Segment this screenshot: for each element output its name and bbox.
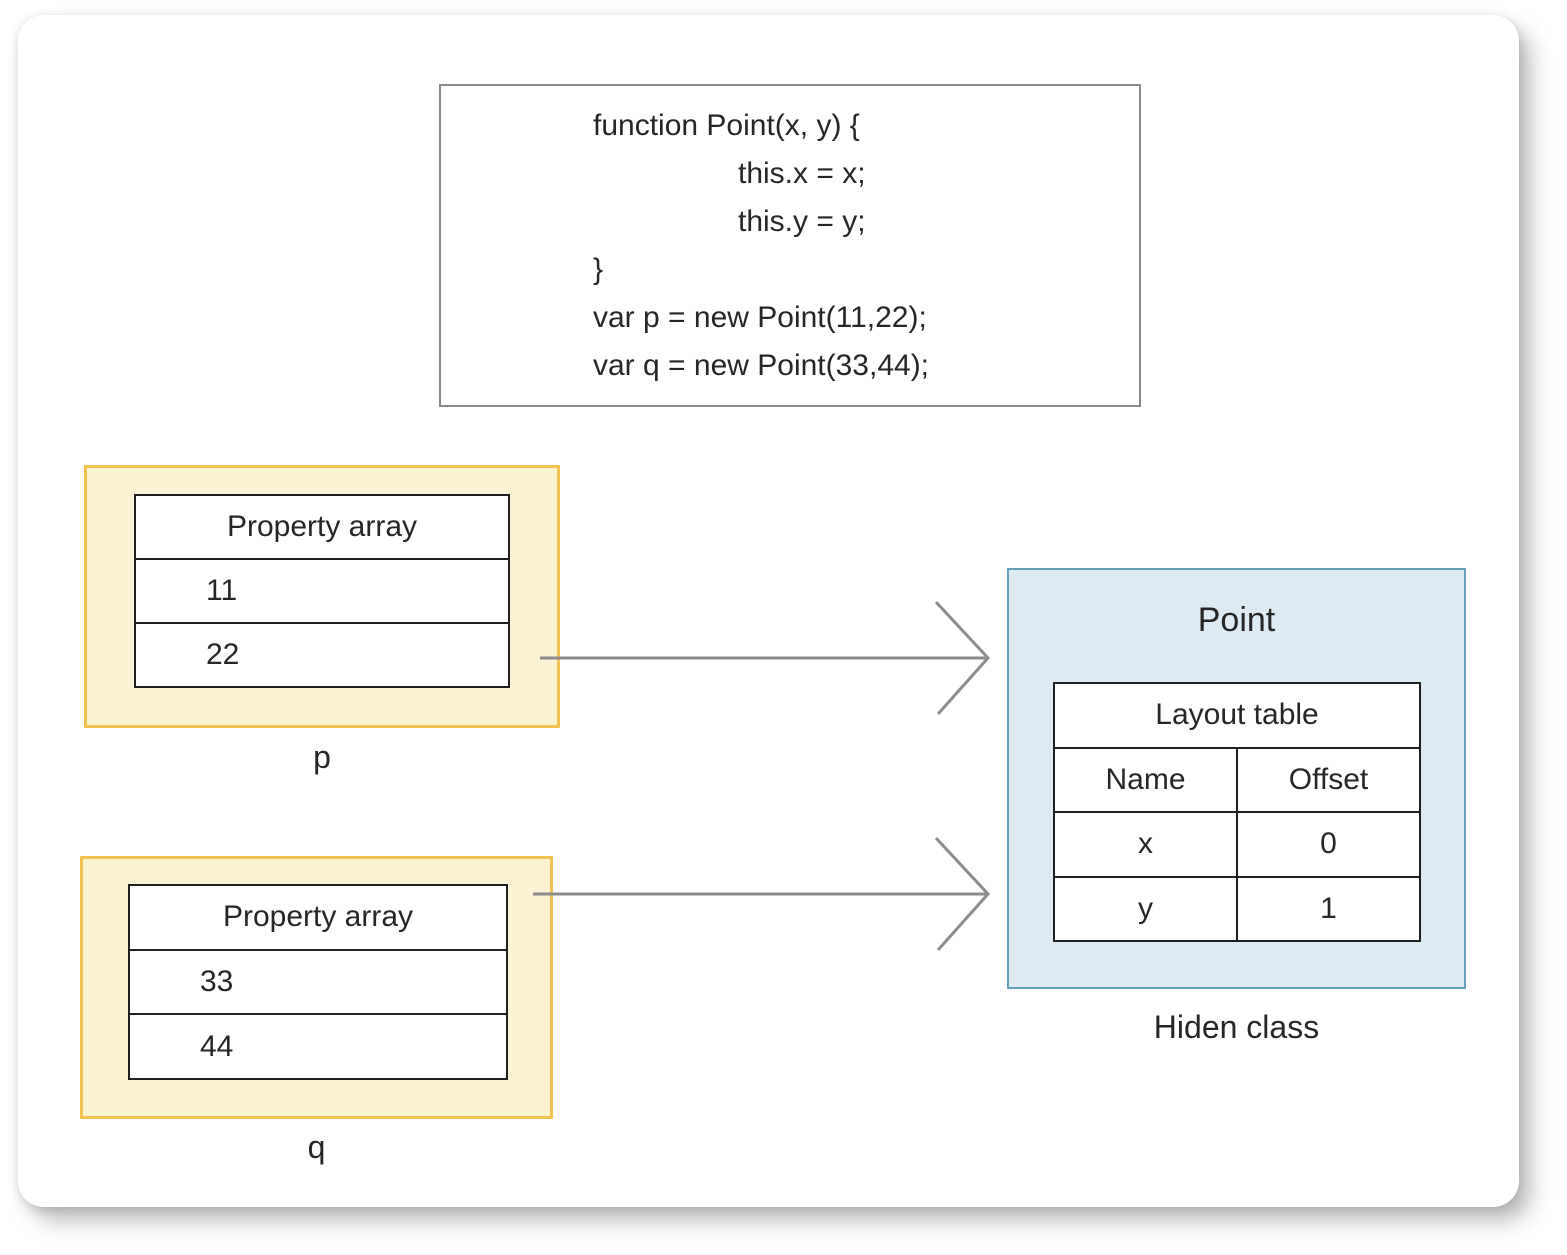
- object-q-label: q: [307, 1129, 326, 1165]
- property-array-table-q: Property array 33 44: [128, 884, 508, 1080]
- layout-table-row-x: x 0: [1055, 811, 1419, 876]
- property-array-value-p-x: 11: [136, 558, 508, 622]
- layout-table-col-offset: Offset: [1288, 762, 1369, 796]
- hidden-class-caption: Hiden class: [1153, 1009, 1320, 1045]
- layout-table-column-row: Name Offset: [1055, 746, 1419, 811]
- layout-table-cell-y-name: y: [1055, 877, 1238, 940]
- property-array-value-q-x: 33: [130, 948, 506, 1014]
- layout-table-cell-x-name: x: [1055, 813, 1238, 876]
- object-p-label: p: [313, 739, 331, 775]
- diagram-card: function Point(x, y) { this.x = x; this.…: [18, 15, 1519, 1207]
- layout-table-cell-x-offset: 0: [1320, 827, 1337, 861]
- layout-table-row-y: y 1: [1055, 875, 1419, 940]
- layout-table-cell-y-offset: 1: [1320, 891, 1337, 925]
- code-snippet-box: function Point(x, y) { this.x = x; this.…: [439, 84, 1141, 407]
- layout-table-col-name: Name: [1055, 748, 1238, 811]
- property-array-value-p-y: 22: [136, 622, 508, 686]
- code-line-this-x: this.x = x;: [738, 157, 866, 190]
- property-array-table-p: Property array 11 22: [134, 494, 510, 688]
- layout-table-header: Layout table: [1155, 698, 1319, 732]
- code-line-close-brace: }: [593, 253, 604, 286]
- hidden-class-title: Point: [1197, 601, 1276, 639]
- code-line-this-y: this.y = y;: [738, 205, 866, 238]
- layout-table: Layout table Name Offset x 0 y 1: [1053, 682, 1421, 942]
- object-p-box: Property array 11 22: [84, 465, 560, 728]
- hidden-class-box: Point Layout table Name Offset x 0 y 1: [1007, 568, 1466, 989]
- object-q-box: Property array 33 44: [80, 856, 553, 1119]
- property-array-header-q: Property array: [222, 900, 414, 934]
- property-array-header-p: Property array: [226, 510, 418, 543]
- property-array-value-q-y: 44: [130, 1013, 506, 1078]
- code-line-var-q: var q = new Point(33,44);: [593, 349, 930, 382]
- code-line-function-decl: function Point(x, y) {: [593, 109, 860, 142]
- code-line-var-p: var p = new Point(11,22);: [593, 301, 927, 334]
